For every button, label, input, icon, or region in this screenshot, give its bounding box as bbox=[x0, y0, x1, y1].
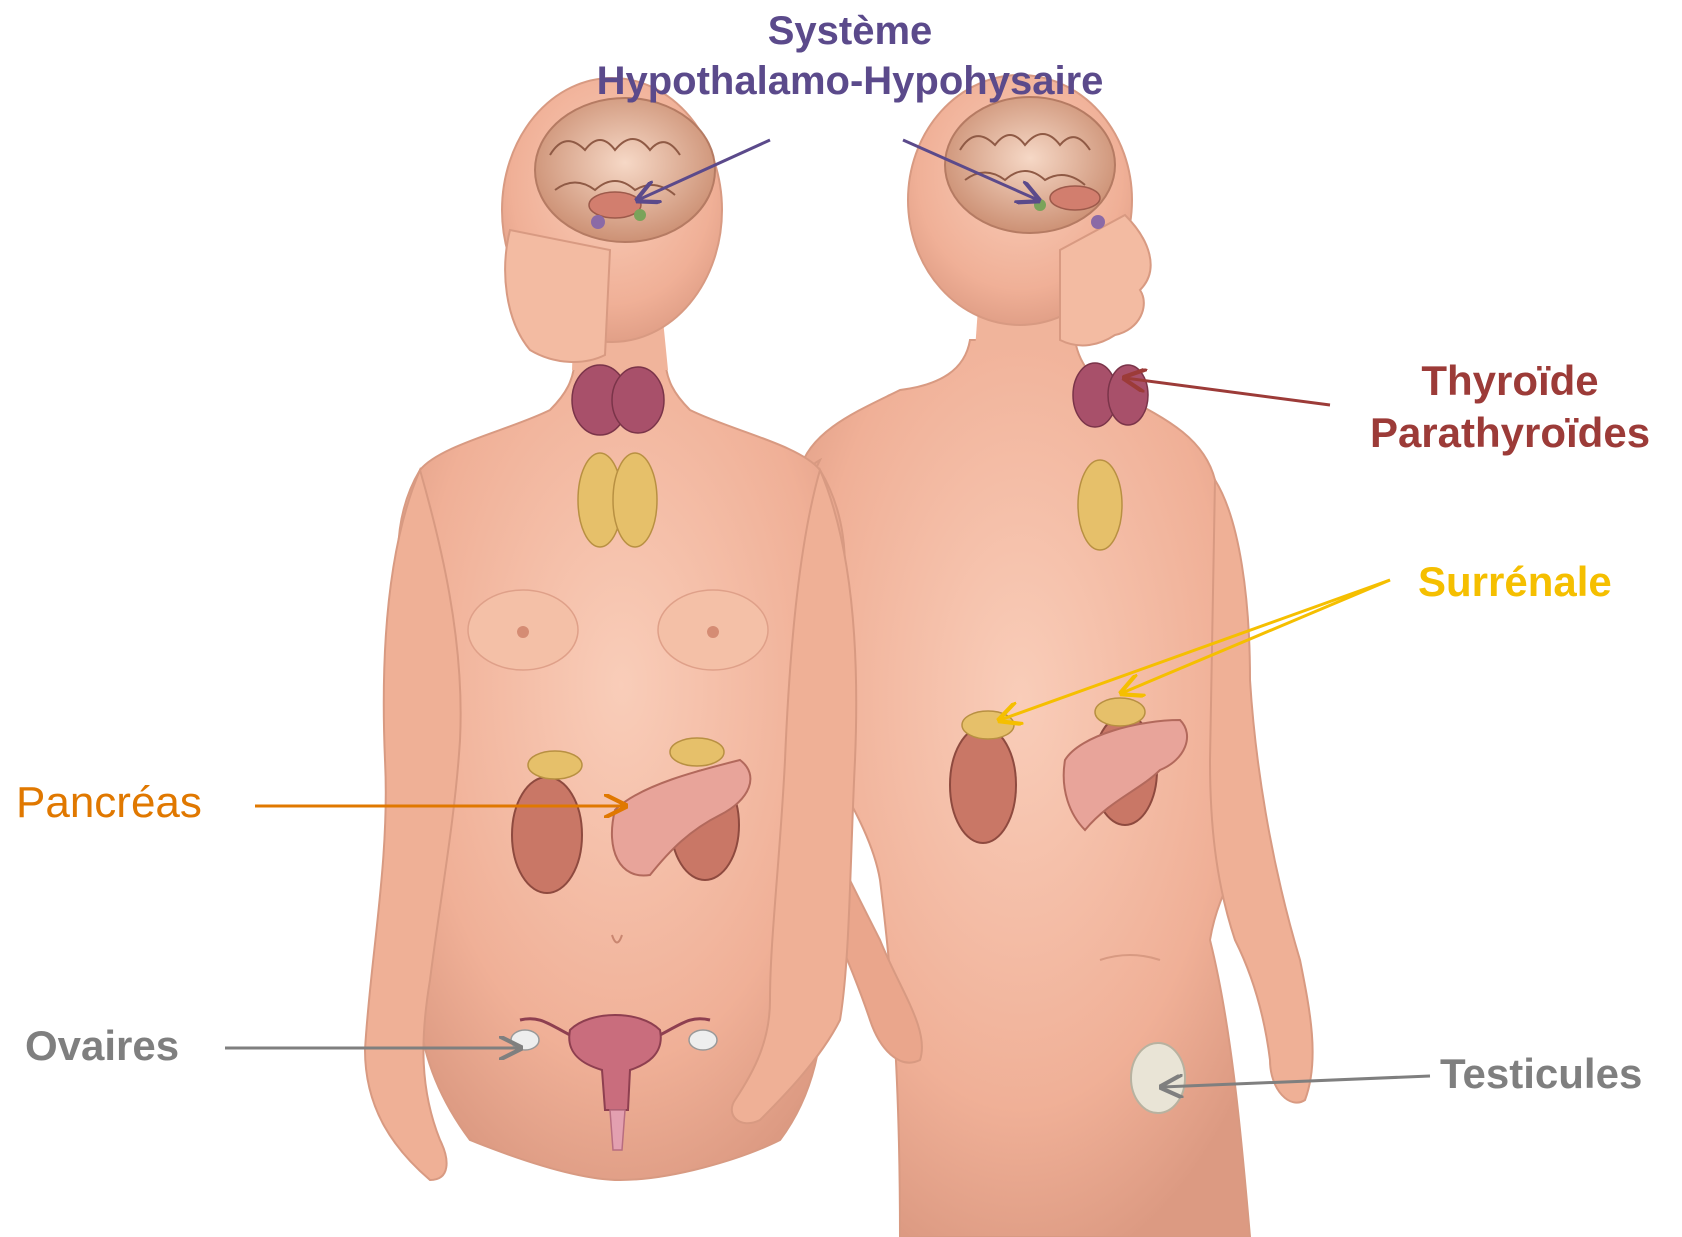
label-pancreas: Pancréas bbox=[16, 778, 202, 828]
label-hypothalamo: Système Hypothalamo-Hypohysaire bbox=[520, 6, 1180, 106]
label-ovaires: Ovaires bbox=[25, 1022, 179, 1070]
female-figure bbox=[365, 78, 856, 1180]
label-hypothalamo-line1: Système bbox=[520, 6, 1180, 56]
label-hypothalamo-line2: Hypothalamo-Hypohysaire bbox=[520, 56, 1180, 106]
label-thyroide-line2: Parathyroïdes bbox=[1340, 407, 1680, 459]
arrow-thyroide bbox=[1125, 378, 1330, 405]
label-thyroide-line1: Thyroïde bbox=[1340, 355, 1680, 407]
label-surrenale: Surrénale bbox=[1418, 558, 1612, 606]
label-thyroide: Thyroïde Parathyroïdes bbox=[1340, 355, 1680, 459]
label-testicules: Testicules bbox=[1440, 1050, 1642, 1098]
